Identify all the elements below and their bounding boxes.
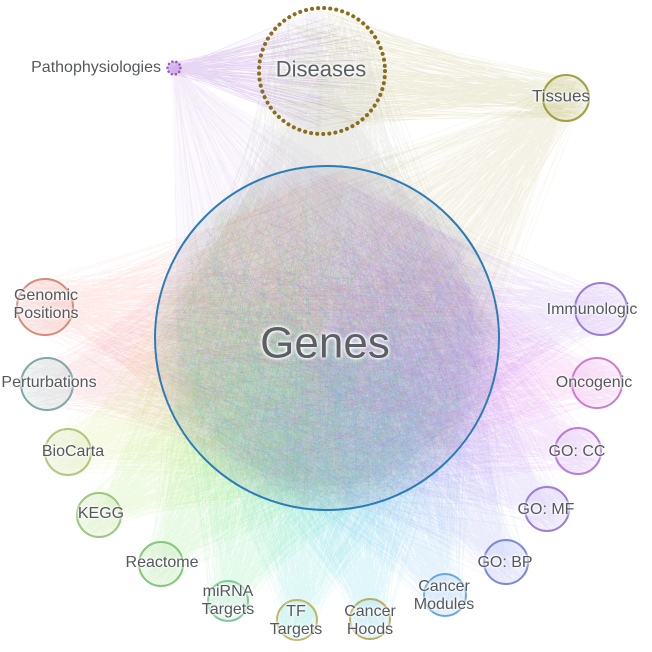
edge-wedge-immunologic-genes	[308, 167, 601, 509]
edge-wedge-cancer_hoods-genes	[157, 312, 497, 619]
node-cancer_hoods[interactable]	[349, 598, 391, 640]
node-go_mf[interactable]	[524, 486, 570, 532]
node-oncogenic[interactable]	[571, 357, 623, 409]
edge-bundle-kegg-genes	[78, 179, 493, 535]
node-cancer_modules[interactable]	[423, 573, 467, 617]
node-pathophysiologies[interactable]	[166, 60, 182, 76]
node-go_bp[interactable]	[483, 539, 529, 585]
node-tissues[interactable]	[542, 74, 590, 122]
node-genes[interactable]	[154, 165, 500, 511]
node-perturbations[interactable]	[20, 357, 74, 411]
node-kegg[interactable]	[76, 492, 122, 538]
edge-bundle-tf_targets-genes	[174, 181, 482, 639]
node-biocarta[interactable]	[44, 428, 92, 476]
node-genomic_positions[interactable]	[16, 278, 74, 336]
node-immunologic[interactable]	[574, 282, 628, 336]
edge-wedge-tf_targets-genes	[156, 319, 498, 620]
edge-wedge-perturbations-genes	[47, 168, 355, 508]
edge-wedge-mirna_targets-genes	[166, 277, 488, 601]
node-diseases[interactable]	[257, 6, 387, 136]
edge-bundle-go_bp-genes	[168, 178, 527, 583]
node-tf_targets[interactable]	[276, 599, 318, 641]
edge-wedge-reactome-genes	[161, 236, 466, 564]
edge-wedge-pathophysiologies-genes	[174, 68, 477, 423]
edge-bundle-pathophysiologies-genes	[168, 61, 482, 452]
edge-bundle-tissues-genes	[175, 77, 588, 499]
node-mirna_targets[interactable]	[207, 580, 249, 622]
edge-bundle-cancer_hoods-genes	[171, 189, 484, 638]
edge-bundle-perturbations-genes	[23, 183, 481, 494]
edge-wedge-biocarta-genes	[68, 180, 397, 496]
edge-wedge-pathophysiologies-diseases	[174, 8, 324, 134]
edge-bundle-biocarta-genes	[46, 182, 480, 496]
edge-wedge-oncogenic-genes	[298, 168, 597, 508]
edge-bundle-tissues-diseases	[267, 10, 587, 129]
edge-bundle-reactome-genes	[140, 181, 477, 585]
edge-wedge-kegg-genes	[99, 202, 433, 515]
node-go_cc[interactable]	[554, 427, 602, 475]
edge-bundle-go_cc-genes	[165, 175, 600, 501]
edge-wedge-go_mf-genes	[221, 202, 547, 509]
edge-bundle-pathophysiologies-diseases	[168, 18, 382, 126]
edge-wedge-tissues-genes	[205, 98, 566, 460]
edge-bundle-diseases-genes	[162, 11, 491, 502]
edge-bundle-go_mf-genes	[163, 178, 568, 531]
edge-wedge-go_cc-genes	[256, 181, 578, 495]
edge-wedge-cancer_modules-genes	[170, 266, 484, 595]
edge-wedge-genomic_positions-genes	[45, 167, 346, 509]
edge-wedge-diseases-genes	[155, 71, 499, 342]
edge-bundle-mirna_targets-genes	[162, 179, 490, 621]
edge-bundle-immunologic-genes	[165, 174, 626, 502]
edge-wedge-go_bp-genes	[192, 230, 506, 562]
edge-bundle-genomic_positions-genes	[21, 177, 478, 493]
node-reactome[interactable]	[138, 541, 184, 587]
